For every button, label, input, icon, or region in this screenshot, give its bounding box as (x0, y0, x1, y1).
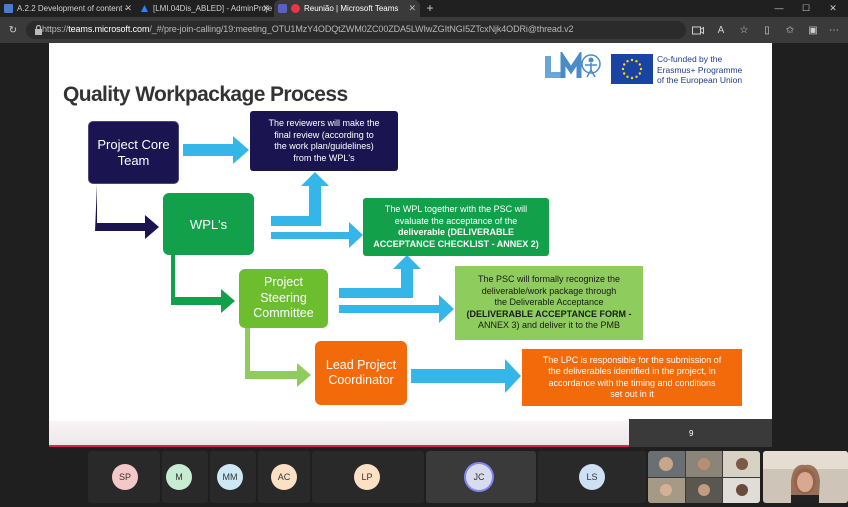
minimize-button[interactable]: — (774, 3, 784, 13)
avatar: AC (271, 464, 297, 490)
tab-title: A.2.2 Development of content - (17, 4, 128, 13)
avatar: MM (217, 464, 243, 490)
eu-cofunded-text: Co-funded by the Erasmus+ Programme of t… (657, 54, 743, 85)
address-toolbar: ↻ https://teams.microsoft.com/_#/pre-joi… (0, 17, 848, 43)
avatar: SP (112, 464, 138, 490)
avatar: M (166, 464, 192, 490)
close-tab-icon[interactable]: ✕ (262, 3, 270, 13)
read-aloud-icon[interactable]: A (717, 24, 725, 36)
arrow-lead-to-text (411, 359, 521, 393)
split-screen-icon[interactable]: ▯ (764, 24, 770, 36)
participant-tile-speaking[interactable]: JC (426, 451, 536, 503)
wpl-box: WPL's (163, 193, 254, 255)
participant-tile[interactable]: LS (538, 451, 646, 503)
arrow-wpl-up-to-reviewers (271, 172, 329, 226)
url-text: https://teams.microsoft.com/_#/pre-join-… (42, 24, 574, 34)
collections-icon[interactable]: ▣ (808, 24, 818, 36)
footer-accent-line (49, 445, 629, 447)
participant-tile[interactable]: AC (258, 451, 310, 503)
browser-tab[interactable]: [LMI.04Dis_ABLED] - AdminProje ✕ (136, 0, 274, 17)
address-bar[interactable]: https://teams.microsoft.com/_#/pre-join-… (26, 21, 686, 39)
teams-icon (278, 4, 287, 13)
page-number-box: 9 (629, 419, 772, 447)
slide-title: Quality Workpackage Process (63, 83, 348, 106)
self-video-tile[interactable] (763, 451, 848, 503)
document-icon (4, 4, 13, 13)
avatar: LS (579, 464, 605, 490)
participant-tile[interactable]: M (162, 451, 208, 503)
gallery-video-tile[interactable] (648, 451, 760, 503)
jira-icon (140, 4, 149, 13)
lmi-logo (545, 52, 601, 78)
refresh-icon[interactable]: ↻ (8, 24, 18, 36)
eu-flag (611, 54, 653, 84)
arrow-psc-to-text (339, 295, 454, 323)
elbow-arrow-core-to-wpl (95, 184, 159, 239)
favorites-list-icon[interactable]: ✩ (785, 24, 795, 36)
participant-tile[interactable]: LP (312, 451, 424, 503)
avatar: LP (354, 464, 380, 490)
close-tab-icon[interactable]: ✕ (124, 3, 132, 13)
participant-bar: SP M MM AC LP JC LS (0, 447, 848, 507)
presentation-slide: Co-funded by the Erasmus+ Programme of t… (49, 43, 772, 447)
more-options-icon[interactable]: ⋯ (829, 24, 839, 36)
elbow-arrow-psc-to-lead (245, 328, 311, 387)
maximize-button[interactable]: ☐ (801, 3, 811, 13)
close-window-button[interactable]: ✕ (829, 3, 837, 13)
recording-icon (291, 4, 300, 13)
avatar: JC (466, 464, 492, 490)
favorite-icon[interactable]: ☆ (739, 24, 749, 36)
tab-title: [LMI.04Dis_ABLED] - AdminProje (153, 4, 273, 13)
browser-tab-bar: A.2.2 Development of content - ✕ [LMI.04… (0, 0, 848, 17)
page-number: 9 (689, 429, 694, 438)
close-tab-icon[interactable]: ✕ (408, 3, 416, 13)
participant-tile[interactable]: MM (210, 451, 256, 503)
arrow-psc-up-to-wpl-text (339, 255, 421, 298)
arrow-core-to-reviewers (183, 136, 249, 164)
new-tab-button[interactable]: + (426, 1, 434, 15)
tab-title: Reunião | Microsoft Teams (304, 4, 399, 13)
lock-icon (35, 25, 42, 35)
browser-tab-active[interactable]: Reunião | Microsoft Teams ✕ (274, 0, 420, 17)
lpc-text-box: The LPC is responsible for the submissio… (522, 349, 742, 406)
flow-arrows (95, 136, 521, 393)
participant-tile[interactable]: SP (88, 451, 160, 503)
arrow-wpl-to-text (271, 222, 363, 248)
camera-icon[interactable] (690, 22, 706, 38)
elbow-arrow-wpl-to-psc (171, 255, 235, 313)
shared-screen: Co-funded by the Erasmus+ Programme of t… (0, 43, 848, 447)
browser-tab[interactable]: A.2.2 Development of content - ✕ (0, 0, 136, 17)
